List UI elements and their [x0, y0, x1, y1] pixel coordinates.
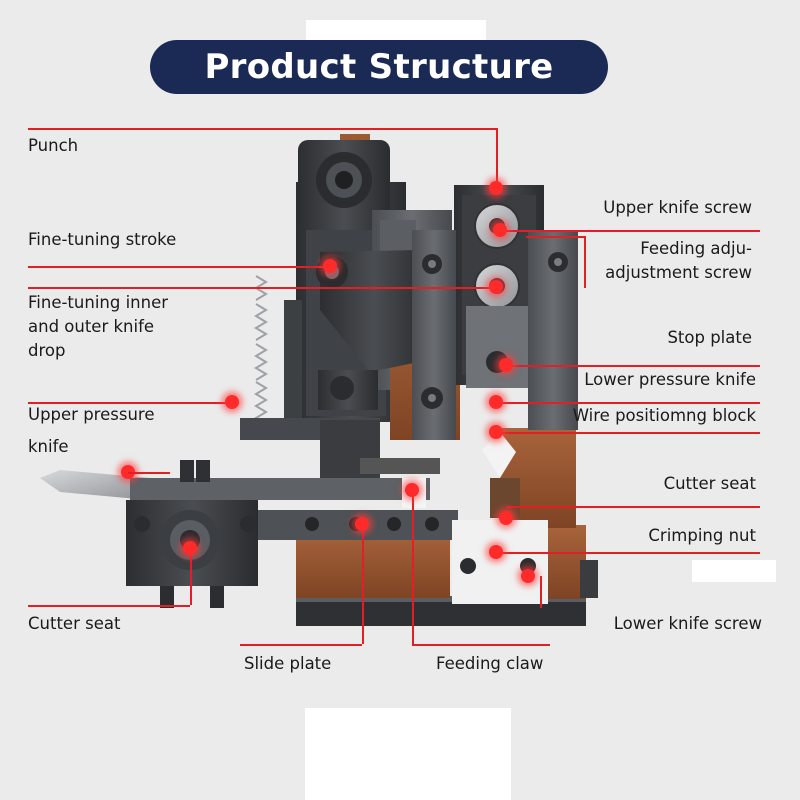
connector-punch-drop	[496, 128, 498, 186]
connector-cutter-seat-left	[28, 605, 190, 607]
label-stop-plate: Stop plate	[667, 328, 752, 347]
marker-slide-plate	[355, 517, 369, 531]
connector-fine-tuning-knife-drop	[28, 287, 496, 289]
base-plate-top	[296, 596, 586, 602]
connector-knife-blade	[128, 472, 170, 474]
marker-crimping-nut	[489, 545, 503, 559]
marker-lower-pressure-knife	[489, 395, 503, 409]
marker-cutter-seat-left	[183, 541, 197, 555]
marker-fine-tuning-knife-drop	[489, 280, 503, 294]
connector-stop-plate	[506, 365, 760, 367]
white-patch-right	[692, 560, 776, 582]
cutter-blade	[482, 432, 516, 478]
marker-fine-tuning-stroke	[323, 259, 337, 273]
marker-upper-pressure-knife	[225, 395, 239, 409]
connector-punch	[28, 128, 496, 130]
linkage-arm	[320, 250, 428, 372]
marker-punch	[489, 181, 503, 195]
connector-slide-plate	[240, 644, 362, 646]
connector-feeding-claw	[412, 644, 550, 646]
label-punch: Punch	[28, 136, 79, 155]
connector-lower-pressure-knife	[496, 402, 760, 404]
connector-slide-plate-up	[362, 524, 364, 644]
label-fine-tuning-knife-drop: Fine-tuning inner and outer knife drop	[28, 293, 169, 360]
label-feeding-adjustment-screw: Feeding adju- adjustment screw	[605, 239, 752, 282]
connector-feeding-claw-up	[412, 490, 414, 644]
connector-fine-tuning-stroke	[28, 266, 330, 268]
connector-cutter-seat-left-up	[190, 548, 192, 605]
lower-copper-block	[296, 530, 450, 598]
white-patch-top	[306, 20, 486, 42]
marker-lower-knife-screw	[521, 569, 535, 583]
base-plate	[296, 600, 586, 626]
label-crimping-nut: Crimping nut	[648, 526, 756, 545]
label-cutter-seat-right: Cutter seat	[663, 474, 756, 493]
page-title: Product Structure	[204, 47, 554, 87]
label-upper-knife-screw: Upper knife screw	[603, 198, 752, 217]
connector-cutter-seat-right	[506, 506, 760, 508]
marker-feeding-claw	[405, 483, 419, 497]
connector-upper-pressure-knife	[28, 402, 232, 404]
connector-wire-positioning-block	[496, 432, 760, 434]
connector-upper-knife-screw	[500, 230, 760, 232]
knife-blade	[40, 470, 150, 500]
label-feeding-claw: Feeding claw	[436, 654, 544, 673]
marker-stop-plate	[499, 358, 513, 372]
connector-feeding-adj-v	[584, 236, 586, 288]
label-wire-positioning-block: Wire positiomng block	[572, 406, 756, 425]
label-slide-plate: Slide plate	[244, 654, 332, 673]
label-lower-knife-screw: Lower knife screw	[613, 614, 762, 633]
label-upper-pressure-knife: Upper pressure knife	[28, 405, 155, 456]
marker-cutter-seat-right	[499, 511, 513, 525]
marker-upper-knife-screw	[493, 223, 507, 237]
label-lower-pressure-knife: Lower pressure knife	[584, 370, 756, 389]
marker-wire-positioning-block	[489, 425, 503, 439]
label-cutter-seat-left: Cutter seat	[28, 614, 121, 633]
label-fine-tuning-stroke: Fine-tuning stroke	[28, 230, 177, 249]
title-banner: Product Structure	[150, 40, 608, 94]
slide-rail	[130, 478, 430, 500]
white-patch-bottom	[305, 708, 511, 800]
stop-plate	[466, 306, 528, 388]
connector-feeding-adj-top	[526, 236, 584, 238]
connector-crimping-nut	[496, 552, 760, 554]
connector-lower-knife-screw-v	[540, 576, 542, 608]
